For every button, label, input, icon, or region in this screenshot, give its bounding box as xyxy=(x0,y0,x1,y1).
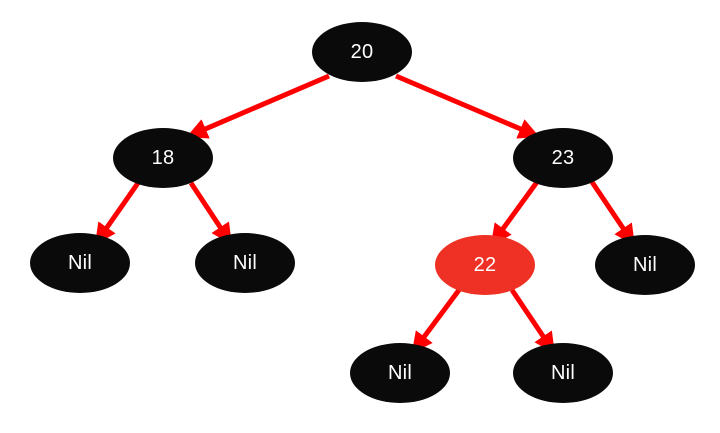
tree-edge-n20-to-n23 xyxy=(395,73,540,139)
tree-edge-n23-to-nil23R xyxy=(589,180,635,246)
tree-node-nil22L[interactable]: Nil xyxy=(350,343,450,403)
tree-node-n20[interactable]: 20 xyxy=(312,22,412,82)
tree-edges xyxy=(94,73,635,354)
tree-node-n22[interactable]: 22 xyxy=(435,235,535,295)
tree-node-label: Nil xyxy=(388,362,412,384)
tree-node-n23[interactable]: 23 xyxy=(513,128,613,188)
tree-node-label: 20 xyxy=(350,41,374,63)
tree-node-nil18L[interactable]: Nil xyxy=(30,233,130,293)
tree-node-nil18R[interactable]: Nil xyxy=(195,233,295,293)
tree-edge-n18-to-nil18R xyxy=(188,181,232,245)
tree-node-label: 23 xyxy=(551,147,575,169)
tree-node-label: Nil xyxy=(551,362,575,384)
tree-node-n18[interactable]: 18 xyxy=(113,128,213,188)
tree-node-label: 22 xyxy=(473,254,497,276)
tree-edge-n22-to-nil22L xyxy=(411,288,462,354)
tree-node-nil23R[interactable]: Nil xyxy=(595,235,695,295)
tree-node-label: Nil xyxy=(633,254,657,276)
tree-node-nil22R[interactable]: Nil xyxy=(513,343,613,403)
tree-edge-n22-to-nil22R xyxy=(509,288,555,354)
tree-edge-n20-to-n18 xyxy=(186,73,330,139)
tree-edge-n23-to-n22 xyxy=(490,180,540,246)
tree-edge-n18-to-nil18L xyxy=(94,181,141,245)
tree-node-label: Nil xyxy=(233,252,257,274)
tree-node-label: 18 xyxy=(151,147,175,169)
tree-node-label: Nil xyxy=(68,252,92,274)
